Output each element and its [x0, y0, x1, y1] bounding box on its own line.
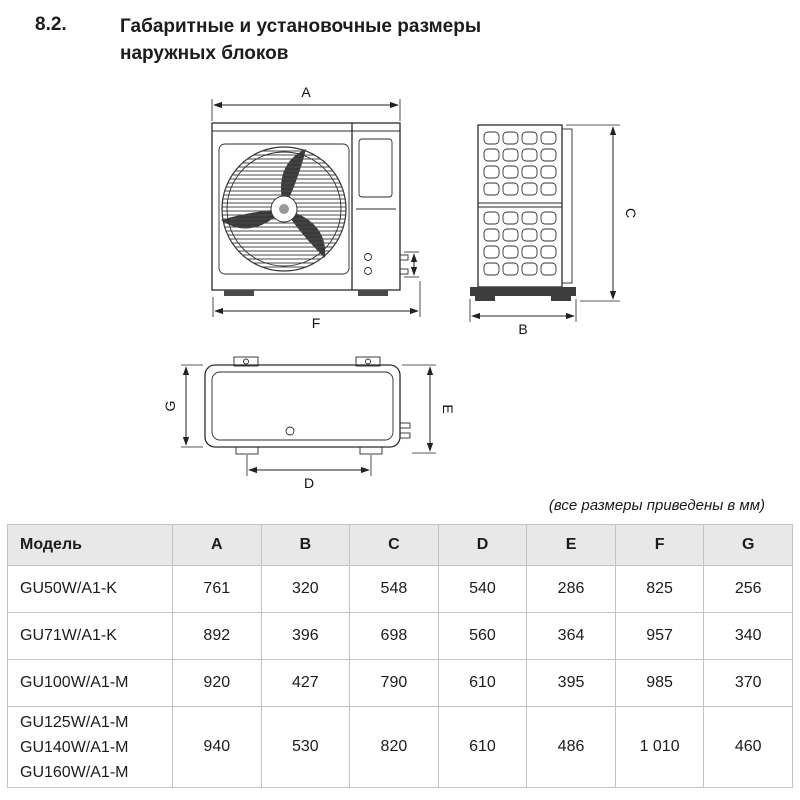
model-cell: GU71W/A1-K	[7, 612, 173, 660]
value-cell: 985	[614, 659, 705, 707]
value-cell: 610	[437, 706, 528, 788]
model-cell: GU50W/A1-K	[7, 565, 173, 613]
dim-label-d: D	[304, 475, 314, 491]
value-cell: 610	[437, 659, 528, 707]
model-cell: GU125W/A1-M GU140W/A1-M GU160W/A1-M	[7, 706, 173, 788]
control-box	[358, 138, 393, 198]
value-cell: 560	[437, 612, 528, 660]
col-header-c: C	[349, 524, 439, 566]
mounting-tab	[233, 356, 259, 367]
front-view-drawing: A	[211, 85, 421, 331]
page-title-line1: Габаритные и установочные размеры	[120, 16, 482, 37]
dim-label-a: A	[301, 85, 311, 100]
dim-label-c: C	[623, 208, 639, 218]
value-cell: 698	[349, 612, 439, 660]
value-cell: 320	[260, 565, 351, 613]
unit-foot	[551, 296, 571, 301]
dim-label-b: B	[518, 321, 527, 337]
col-header-g: G	[703, 524, 793, 566]
dimensions-table: Модель A B C D E F G GU50W/A1-K 761 320 …	[7, 524, 793, 788]
col-header-model: Модель	[7, 524, 173, 566]
value-cell: 486	[526, 706, 616, 788]
value-cell: 1 010	[614, 706, 705, 788]
value-cell: 820	[349, 706, 439, 788]
value-cell: 761	[172, 565, 262, 613]
model-line: GU125W/A1-M	[20, 713, 129, 731]
value-cell: 548	[349, 565, 439, 613]
table-row: GU100W/A1-M 920 427 790 610 395 985 370	[7, 659, 793, 707]
table-row: GU125W/A1-M GU140W/A1-M GU160W/A1-M 940 …	[7, 706, 793, 788]
value-cell: 396	[260, 612, 351, 660]
value-cell: 256	[703, 565, 793, 613]
col-header-a: A	[172, 524, 262, 566]
value-cell: 892	[172, 612, 262, 660]
col-header-b: B	[260, 524, 351, 566]
model-line: GU140W/A1-M	[20, 738, 129, 756]
pipe-connection	[399, 422, 411, 429]
value-cell: 427	[260, 659, 351, 707]
value-cell: 825	[614, 565, 705, 613]
value-cell: 530	[260, 706, 351, 788]
side-view-drawing: C B	[469, 124, 639, 337]
col-header-d: D	[437, 524, 528, 566]
value-cell: 540	[437, 565, 528, 613]
unit-foot	[358, 290, 388, 296]
pipe-connection	[399, 432, 411, 439]
dim-label-f: F	[312, 315, 321, 331]
value-cell: 920	[172, 659, 262, 707]
top-unit-outline	[204, 364, 401, 448]
table-row: GU50W/A1-K 761 320 548 540 286 825 256	[7, 565, 793, 613]
front-unit-outline	[211, 122, 401, 291]
fan-frame	[218, 143, 350, 275]
top-view-drawing: G E D	[162, 356, 456, 491]
value-cell: 940	[172, 706, 262, 788]
col-header-f: F	[614, 524, 705, 566]
dim-label-g: G	[162, 401, 178, 412]
units-note: (все размеры приведены в мм)	[548, 497, 765, 514]
value-cell: 286	[526, 565, 616, 613]
unit-foot	[359, 446, 383, 455]
pipe-connection	[399, 268, 409, 275]
model-cell: GU100W/A1-M	[7, 659, 173, 707]
value-cell: 340	[703, 612, 793, 660]
unit-foot	[475, 296, 495, 301]
value-cell: 790	[349, 659, 439, 707]
pipe-connection	[399, 254, 409, 261]
dim-label-e: E	[440, 404, 456, 413]
value-cell: 395	[526, 659, 616, 707]
coil-fins	[561, 128, 573, 284]
mounting-tab	[355, 356, 381, 367]
table-row: GU71W/A1-K 892 396 698 560 364 957 340	[7, 612, 793, 660]
unit-foot	[235, 446, 259, 455]
col-header-e: E	[526, 524, 616, 566]
unit-base	[470, 287, 576, 296]
page-title-line2: наружных блоков	[120, 42, 289, 64]
table-header-row: Модель A B C D E F G	[7, 524, 793, 566]
page-title: Габаритные и установочные размеры наружн…	[120, 14, 680, 67]
model-line: GU160W/A1-M	[20, 763, 129, 781]
louver-grid-top	[483, 131, 559, 199]
section-number: 8.2.	[35, 14, 67, 35]
value-cell: 364	[526, 612, 616, 660]
value-cell: 957	[614, 612, 705, 660]
outdoor-unit-drawings: A	[162, 85, 639, 491]
louver-grid-bottom	[483, 211, 559, 279]
value-cell: 370	[703, 659, 793, 707]
value-cell: 460	[703, 706, 793, 788]
unit-foot	[224, 290, 254, 296]
